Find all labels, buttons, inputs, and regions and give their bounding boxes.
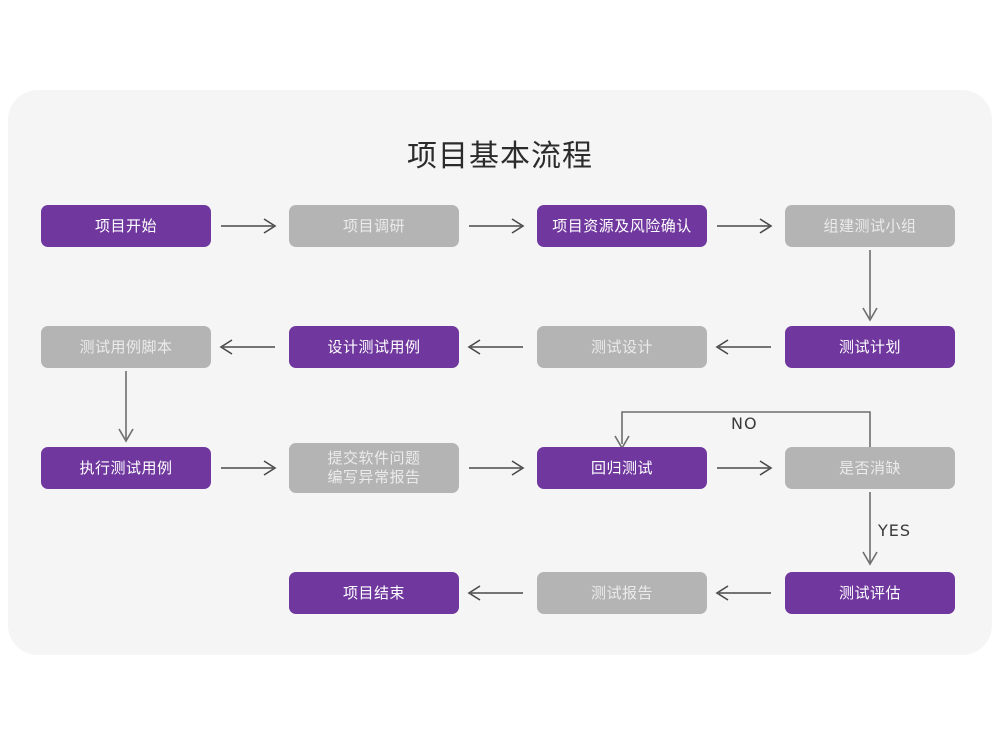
edge-label-yes: YES [878, 521, 912, 540]
node-label: 项目调研 [342, 216, 405, 235]
node-project-end[interactable]: 项目结束 [289, 572, 459, 614]
node-label: 测试设计 [590, 337, 653, 356]
node-test-evaluation[interactable]: 测试评估 [785, 572, 955, 614]
arrow-left-r4-1 [467, 585, 523, 601]
node-resource-risk-confirm[interactable]: 项目资源及风险确认 [537, 205, 707, 247]
node-label: 是否消缺 [838, 458, 901, 477]
node-label: 测试评估 [838, 583, 901, 602]
node-label: 项目结束 [342, 583, 405, 602]
node-project-start[interactable]: 项目开始 [41, 205, 211, 247]
edge-label-no: NO [731, 414, 758, 433]
arrow-right-r1-3 [717, 218, 773, 234]
arrow-left-r2-1 [219, 339, 275, 355]
arrow-down-r2-to-r3 [118, 371, 134, 443]
arrow-right-r1-2 [469, 218, 525, 234]
arrow-left-r2-2 [467, 339, 523, 355]
node-label: 测试计划 [838, 337, 901, 356]
node-test-plan[interactable]: 测试计划 [785, 326, 955, 368]
node-execute-test-case[interactable]: 执行测试用例 [41, 447, 211, 489]
arrow-right-r3-1 [221, 460, 277, 476]
node-form-test-team[interactable]: 组建测试小组 [785, 205, 955, 247]
node-label: 项目开始 [94, 216, 157, 235]
arrow-down-r1-to-r2 [862, 250, 878, 322]
node-test-case-script[interactable]: 测试用例脚本 [41, 326, 211, 368]
page-title: 项目基本流程 [407, 139, 593, 174]
node-defect-cleared[interactable]: 是否消缺 [785, 447, 955, 489]
node-test-design[interactable]: 测试设计 [537, 326, 707, 368]
arrow-right-r3-2 [469, 460, 525, 476]
node-regression-test[interactable]: 回归测试 [537, 447, 707, 489]
arrow-right-r3-3 [717, 460, 773, 476]
node-label: 组建测试小组 [823, 216, 917, 235]
node-label: 项目资源及风险确认 [552, 216, 692, 235]
node-submit-issue-report[interactable]: 提交软件问题 编写异常报告 [289, 443, 459, 493]
node-label: 测试报告 [590, 583, 653, 602]
flowchart-card [8, 90, 992, 655]
node-project-research[interactable]: 项目调研 [289, 205, 459, 247]
node-label: 提交软件问题 编写异常报告 [327, 449, 421, 486]
node-test-report[interactable]: 测试报告 [537, 572, 707, 614]
arrow-left-r4-2 [715, 585, 771, 601]
arrow-down-yes [862, 492, 878, 566]
node-label: 设计测试用例 [327, 337, 421, 356]
node-label: 测试用例脚本 [79, 337, 173, 356]
node-label: 执行测试用例 [79, 458, 173, 477]
node-label: 回归测试 [590, 458, 653, 477]
arrow-right-r1-1 [221, 218, 277, 234]
arrow-left-r2-3 [715, 339, 771, 355]
node-design-test-case[interactable]: 设计测试用例 [289, 326, 459, 368]
